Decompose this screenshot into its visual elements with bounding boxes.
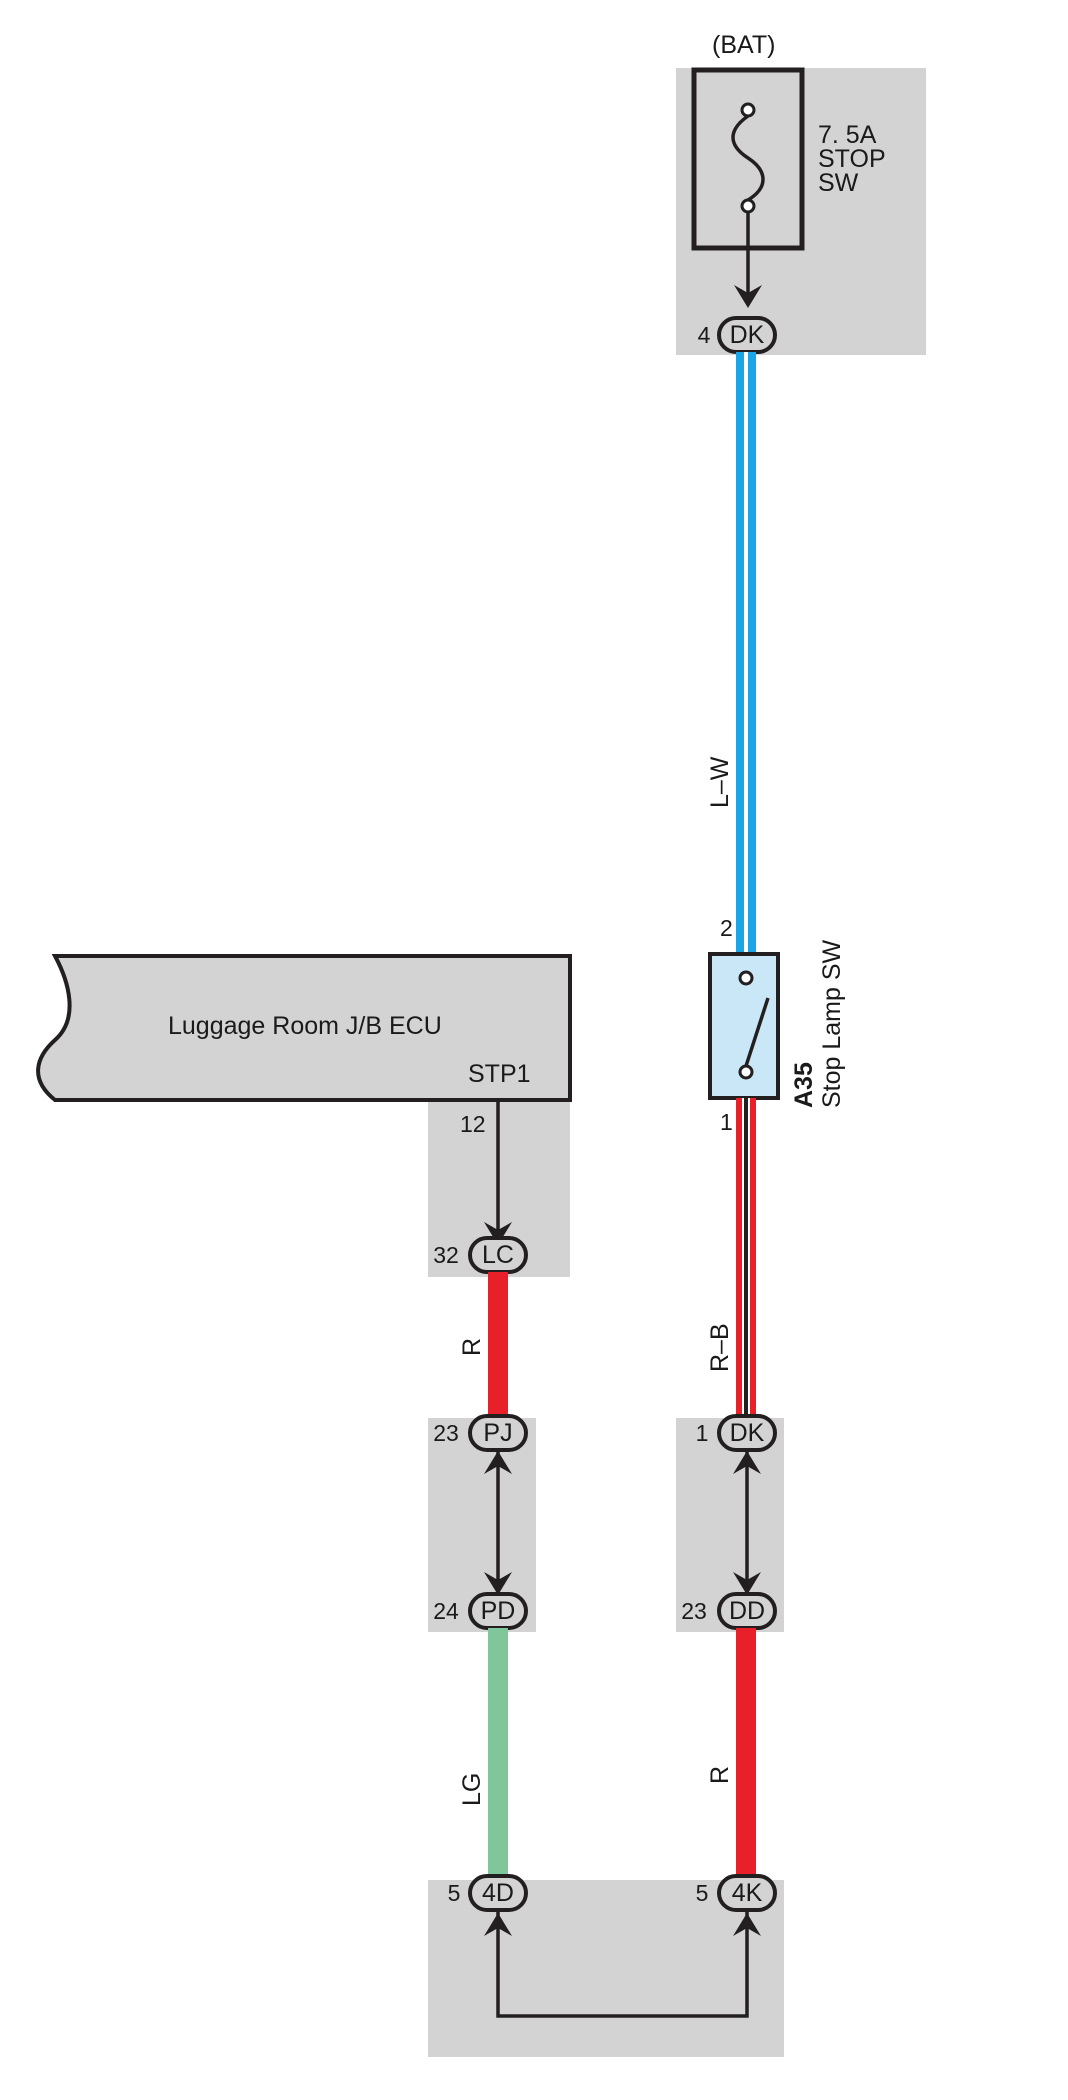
wire-lg-label: LG	[458, 1773, 486, 1806]
wire-lg	[488, 1628, 508, 1892]
connector-dd-pin: 23	[681, 1598, 707, 1624]
connector-pj-pin: 23	[433, 1420, 459, 1446]
4k-arrow-icon	[733, 1913, 761, 1936]
connector-dk-top-pin: 4	[698, 322, 711, 348]
connector-dk-mid-pin: 1	[696, 1420, 709, 1446]
pj-arrow-icon	[484, 1451, 512, 1474]
ecu-box	[36, 954, 572, 1102]
switch-name: Stop Lamp SW	[818, 939, 846, 1108]
switch-code: A35	[790, 1062, 818, 1108]
wire-lw-stripe	[744, 352, 748, 958]
switch-contact-top	[738, 970, 754, 986]
ecu-terminal: STP1	[468, 1060, 531, 1088]
connector-lc-code: LC	[482, 1241, 514, 1269]
switch-contact-bottom	[738, 1064, 754, 1080]
connector-pj-code: PJ	[483, 1419, 512, 1447]
battery-label: (BAT)	[712, 31, 775, 59]
connector-dk-top-code: DK	[730, 321, 765, 349]
dd-arrow-icon	[733, 1572, 761, 1595]
fuse-rating: 7. 5A	[818, 121, 877, 149]
ecu-pin: 12	[460, 1111, 486, 1137]
wire-rb-label: R–B	[706, 1323, 734, 1372]
connector-dk-mid-code: DK	[730, 1419, 765, 1447]
connector-4d-code: 4D	[482, 1879, 514, 1907]
wire-r-left	[488, 1272, 508, 1416]
fuse-terminal-top	[740, 102, 756, 118]
switch-pin-bottom: 1	[720, 1109, 733, 1135]
fuse-terminal-bottom	[740, 198, 756, 214]
fuse-name-line1: STOP	[818, 145, 886, 173]
connector-dd-code: DD	[729, 1597, 765, 1625]
fuse-element	[731, 114, 765, 202]
connector-4k	[717, 1874, 777, 1912]
connector-4d-pin: 5	[448, 1880, 461, 1906]
dk-mid-arrow-icon	[733, 1451, 761, 1474]
4d-arrow-icon	[484, 1913, 512, 1936]
connector-4k-pin: 5	[696, 1880, 709, 1906]
wire-rb-stripe	[744, 1098, 748, 1416]
lc-arrow-icon	[484, 1222, 512, 1245]
ecu-name: Luggage Room J/B ECU	[168, 1012, 442, 1040]
wire-r-left-label: R	[458, 1338, 486, 1356]
connector-pd-code: PD	[481, 1597, 516, 1625]
wire-lw-label: L–W	[706, 756, 734, 808]
connector-4d	[468, 1874, 528, 1912]
wire-r-right	[736, 1628, 756, 1892]
wire-r-right-label: R	[706, 1766, 734, 1784]
fuse-name-line2: SW	[818, 169, 859, 197]
junction-4d-4k-link	[496, 1912, 749, 2018]
pd-arrow-icon	[484, 1572, 512, 1595]
connector-4k-code: 4K	[732, 1879, 763, 1907]
switch-pin-top: 2	[720, 915, 733, 941]
dk-top-arrow-icon	[734, 285, 762, 308]
connector-lc-pin: 32	[433, 1242, 459, 1268]
switch-blade	[744, 997, 770, 1067]
connector-pd-pin: 24	[433, 1598, 459, 1624]
